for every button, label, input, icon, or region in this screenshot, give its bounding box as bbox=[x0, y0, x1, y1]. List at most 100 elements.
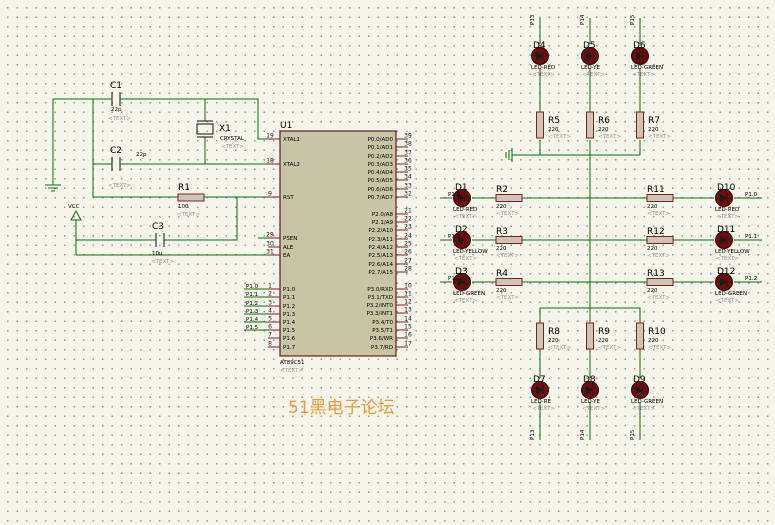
u1-pin-number: 9 bbox=[268, 191, 272, 198]
led-text: <TEXT> bbox=[716, 256, 739, 262]
p1-stub-label: P1.2 bbox=[246, 301, 258, 307]
led-value: LED-GREEN bbox=[715, 291, 747, 297]
u1-pin-name: P2.1/A9 bbox=[372, 220, 394, 226]
x1-value: CRYSTAL bbox=[220, 136, 245, 142]
p1-stub-label: P1.1 bbox=[246, 292, 258, 298]
led-group: D4LED-RED<TEXT>D5LED-YE<TEXT>D6LED-GREEN… bbox=[453, 41, 750, 412]
resistor-value: 220 bbox=[548, 127, 559, 133]
led-ref: D3 bbox=[455, 267, 468, 277]
c3-capacitor bbox=[152, 233, 168, 247]
resistor-ref: R13 bbox=[647, 269, 665, 279]
net-label: P1.2 bbox=[745, 276, 757, 282]
resistor-ref: R12 bbox=[647, 227, 665, 237]
u1-pin-number: 15 bbox=[404, 324, 412, 331]
resistor-ref: R9 bbox=[598, 327, 610, 337]
resistor-value: 220 bbox=[496, 246, 507, 252]
resistor-text: <TEXT> bbox=[648, 134, 671, 140]
r1-text: <TEXT> bbox=[177, 212, 200, 218]
u1-pin-number: 5 bbox=[268, 316, 272, 323]
u1-pin-number: 2 bbox=[268, 291, 272, 298]
u1-pin-name: P3.7/RD bbox=[371, 345, 393, 351]
led-text: <TEXT> bbox=[454, 256, 477, 262]
c3-value: 10u bbox=[152, 251, 162, 257]
u1-pin-number: 27 bbox=[404, 258, 412, 265]
u1-pin-number: 32 bbox=[404, 191, 412, 198]
u1-pin-name: P2.5/A13 bbox=[368, 253, 393, 259]
u1-pin-number: 3 bbox=[268, 300, 272, 307]
c1-text: <TEXT> bbox=[108, 116, 131, 122]
reset-wiring bbox=[75, 196, 268, 256]
led-value: LED-RE bbox=[531, 399, 552, 405]
u1-pin-name: P0.7/AD7 bbox=[368, 195, 394, 201]
u1-pin-number: 6 bbox=[268, 324, 272, 331]
u1-part: AT89C51 bbox=[280, 360, 305, 366]
u1-pin-number: 16 bbox=[404, 332, 412, 339]
net-label: P15 bbox=[630, 14, 636, 25]
vcc-symbol bbox=[70, 209, 82, 221]
u1-pin-name: P2.2/A10 bbox=[368, 228, 393, 234]
u1-pin-name: P1.3 bbox=[283, 312, 296, 318]
led-text: <TEXT> bbox=[582, 72, 605, 78]
u1-pin-name: P1.0 bbox=[283, 287, 296, 293]
net-label: P1.0 bbox=[448, 192, 461, 198]
led-value: LED-RED bbox=[715, 207, 739, 213]
x1-crystal bbox=[196, 120, 214, 138]
u1-pin-name: P0.3/AD3 bbox=[368, 162, 394, 168]
u1-pin-name: P1.1 bbox=[283, 295, 295, 301]
u1-pin-name: P1.2 bbox=[283, 304, 295, 310]
u1-pin-name: P0.5/AD5 bbox=[368, 178, 394, 184]
led-ref: D12 bbox=[717, 267, 735, 277]
u1-pin-number: 18 bbox=[266, 158, 274, 165]
c1-value: 22p bbox=[111, 107, 122, 113]
watermark: 51黑电子论坛 bbox=[288, 398, 395, 418]
u1-pin-number: 33 bbox=[404, 183, 412, 190]
u1-pin-number: 39 bbox=[404, 133, 412, 140]
resistor-ref: R11 bbox=[647, 185, 665, 195]
net-label: P14 bbox=[580, 14, 586, 25]
net-label: P1.1 bbox=[745, 234, 757, 240]
resistor-value: 220 bbox=[496, 288, 507, 294]
resistor-value: 220 bbox=[647, 288, 658, 294]
net-label: P14 bbox=[580, 429, 586, 440]
u1-pin-number: 37 bbox=[404, 150, 412, 157]
net-label: P13 bbox=[530, 14, 536, 25]
net-label: P1.2 bbox=[448, 276, 460, 282]
part-labels: C1 22p <TEXT> C2 22p <TEXT> X1 CRYSTAL <… bbox=[68, 81, 305, 374]
u1-pin-number: 19 bbox=[266, 133, 274, 140]
p1-stub-label: P1.0 bbox=[246, 284, 259, 290]
u1-pin-number: 38 bbox=[404, 141, 412, 148]
x1-ref: X1 bbox=[219, 124, 231, 134]
u1-pin-number: 1 bbox=[268, 283, 272, 290]
led-value: LED-RED bbox=[453, 207, 477, 213]
u1-pin-name: ALE bbox=[283, 245, 294, 251]
resistor-ref: R8 bbox=[548, 327, 560, 337]
u1-pin-number: 22 bbox=[404, 216, 412, 223]
u1-pin-name: EA bbox=[283, 253, 290, 259]
led-ref: D4 bbox=[533, 41, 546, 51]
c2-value: 22p bbox=[136, 152, 147, 158]
u1-body bbox=[279, 130, 397, 357]
u1-pin-name: P2.3/A11 bbox=[368, 237, 393, 243]
u1-pin-name: P0.4/AD4 bbox=[368, 170, 394, 176]
led-value: LED-YE bbox=[581, 399, 600, 405]
led-text: <TEXT> bbox=[454, 298, 477, 304]
resistor-r11: R11 220<TEXT> bbox=[646, 185, 674, 217]
resistor-ref: R3 bbox=[496, 227, 508, 237]
u1-pin-name: P3.4/T0 bbox=[372, 320, 393, 326]
resistor-text: <TEXT> bbox=[647, 211, 670, 217]
led-ref: D2 bbox=[455, 225, 468, 235]
net-label: P1.1 bbox=[448, 234, 460, 240]
u1-pin-number: 21 bbox=[404, 208, 412, 215]
resistor-value: 220 bbox=[647, 204, 658, 210]
u1-pin-name: P2.0/A8 bbox=[372, 212, 394, 218]
c3-text: <TEXT> bbox=[151, 259, 174, 265]
